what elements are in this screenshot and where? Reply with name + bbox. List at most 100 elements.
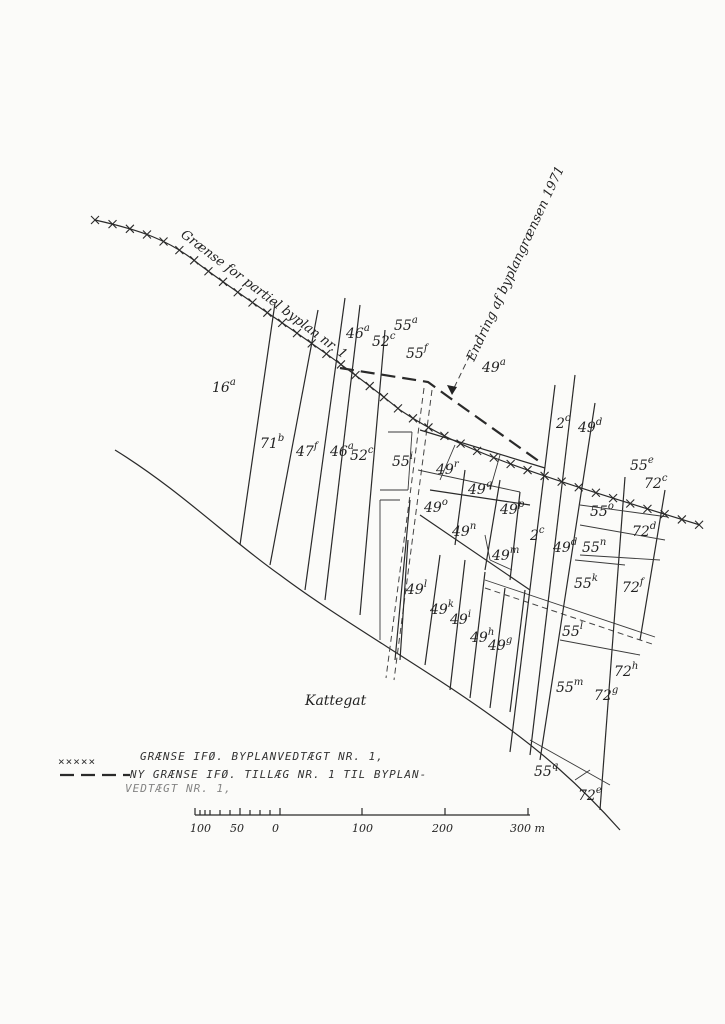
parcel-label-superscript: h — [632, 661, 638, 672]
legend-cross-symbol: ××××× — [58, 755, 96, 768]
boundary-cross-mark — [262, 308, 272, 318]
boundary-cross-mark — [591, 488, 601, 498]
scale-tick-label: 100 — [352, 822, 373, 835]
parcel-label-72h: 72h — [614, 661, 638, 680]
parcel-label-55n: 55n — [582, 537, 606, 556]
boundary-cross-mark — [643, 504, 652, 514]
coastline — [114, 449, 621, 831]
parcel-label-72c_top: 72c — [644, 473, 668, 492]
parcel-label-55k: 55k — [574, 573, 598, 592]
parcel-label-49o: 49o — [423, 497, 448, 516]
parcel-label-superscript: b — [278, 433, 284, 444]
parcel-label-49k: 49k — [429, 599, 454, 618]
parcel-label-55f: 55f — [406, 343, 430, 362]
parcel-label-49r: 49r — [435, 459, 460, 478]
boundary-cross-mark — [379, 392, 389, 402]
boundary-cross-mark — [677, 515, 687, 524]
parcel-label-47f: 47f — [295, 441, 320, 460]
parcel-label-superscript: h — [488, 627, 494, 638]
boundary-cross-mark — [408, 413, 418, 423]
boundary-cross-mark — [440, 431, 449, 441]
boundary-cross-mark — [159, 237, 168, 246]
parcel-label-superscript: g — [612, 685, 618, 696]
boundary-cross-mark — [608, 493, 618, 503]
legend-line1-text: GRÆNSE IFØ. BYPLANVEDTÆGT NR. 1, — [140, 750, 384, 763]
parcel-label-superscript: e — [648, 455, 654, 466]
boundary-cross-mark — [174, 245, 184, 255]
scale-tick-label: 50 — [230, 822, 244, 835]
parcel-label-superscript: c — [368, 445, 374, 456]
scale-tick-label: 200 — [431, 822, 453, 835]
parcel-label-55o: 55o — [590, 501, 614, 520]
parcel-label-superscript: r — [454, 459, 460, 470]
road-edge-dashed — [393, 389, 433, 681]
parcel-label-72e: 72e — [578, 785, 602, 804]
boundary-cross-mark — [694, 520, 704, 530]
boundary-cross-mark — [489, 453, 499, 462]
boundary-cross-mark — [218, 277, 228, 287]
parcel-label-55e: 55e — [630, 455, 654, 474]
sea-label: Kattegat — [304, 693, 367, 709]
parcel-label-49l: 49l — [405, 579, 427, 598]
legend-line2-text: NY GRÆNSE IFØ. TILLÆG NR. 1 TIL BYPLAN- — [129, 768, 427, 781]
parcel-label-superscript: c — [565, 413, 571, 424]
parcel-label-superscript: i — [468, 609, 471, 620]
legend: ××××× GRÆNSE IFØ. BYPLANVEDTÆGT NR. 1, N… — [58, 750, 427, 795]
boundary-label: Grænse for partiel byplan nr. 1 — [178, 227, 350, 362]
parcel-label-49i: 49i — [449, 609, 471, 628]
road-edge-dashed — [385, 387, 425, 679]
amendment-label: Endring af byplangrænsen 1971 — [464, 164, 568, 365]
parcel-label-72f: 72f — [622, 577, 646, 596]
arrow-head-icon — [447, 385, 457, 395]
boundary-cross-mark — [204, 266, 213, 276]
parcel-label-superscript: m — [574, 677, 583, 688]
parcel-label-superscript: n — [600, 537, 606, 548]
parcel-label-55m: 55m — [556, 677, 583, 696]
boundary-cross-mark — [625, 499, 635, 508]
parcel-label-superscript: c — [390, 331, 396, 342]
parcel-label-49n: 49n — [451, 521, 476, 540]
parcel-label-superscript: c — [662, 473, 668, 484]
boundary-cross-mark — [336, 360, 346, 369]
amendment-arrow — [451, 354, 471, 393]
boundary-cross-mark — [472, 446, 482, 456]
parcel-label-55i: 55i — [392, 451, 413, 470]
parcel-label-superscript: k — [592, 573, 598, 584]
parcel-label-superscript: g — [506, 635, 512, 646]
boundary-cross-mark — [660, 509, 670, 519]
parcel-label-55a: 55a — [394, 315, 418, 334]
parcel-lines-east — [509, 374, 669, 811]
parcel-label-superscript: d — [571, 537, 577, 548]
parcel-label-superscript: c — [539, 525, 545, 536]
parcel-label-superscript: o — [608, 501, 614, 512]
parcel-label-superscript: n — [470, 521, 476, 532]
parcel-lines-central — [399, 429, 546, 713]
parcel-label-superscript: m — [510, 545, 519, 556]
parcel-label-46a_top: 46a — [345, 323, 370, 342]
scale-bar: 100 50 0 100 200 300 m — [190, 808, 545, 835]
parcel-label-superscript: a — [348, 441, 354, 452]
parcel-label-superscript: a — [230, 377, 236, 388]
boundary-cross-mark — [292, 328, 302, 338]
parcel-label-superscript: d — [650, 521, 656, 532]
boundary-cross-mark — [189, 255, 199, 265]
parcel-label-superscript: l — [580, 621, 583, 632]
boundary-cross-mark — [108, 219, 117, 229]
boundary-cross-mark — [523, 465, 532, 475]
parcel-label-superscript: f — [313, 441, 320, 452]
boundary-cross-mark — [456, 439, 466, 449]
parcel-label-46a: 46a — [329, 441, 354, 460]
parcel-label-52c: 52c — [350, 445, 374, 464]
parcel-lines-west — [239, 297, 413, 661]
scale-tick-label: 0 — [272, 822, 279, 835]
parcel-label-49m: 49m — [491, 545, 519, 564]
amendment-boundary-line — [339, 366, 541, 463]
parcel-label-superscript: a — [500, 357, 506, 368]
parcel-label-49d: 49d — [552, 537, 577, 556]
parcel-label-55q: 55q — [534, 761, 558, 780]
boundary-cross-mark — [574, 482, 584, 492]
scale-tick-label: 300 m — [510, 822, 545, 835]
parcel-label-2c: 2c — [529, 525, 545, 544]
boundary-cross-mark — [351, 370, 360, 380]
